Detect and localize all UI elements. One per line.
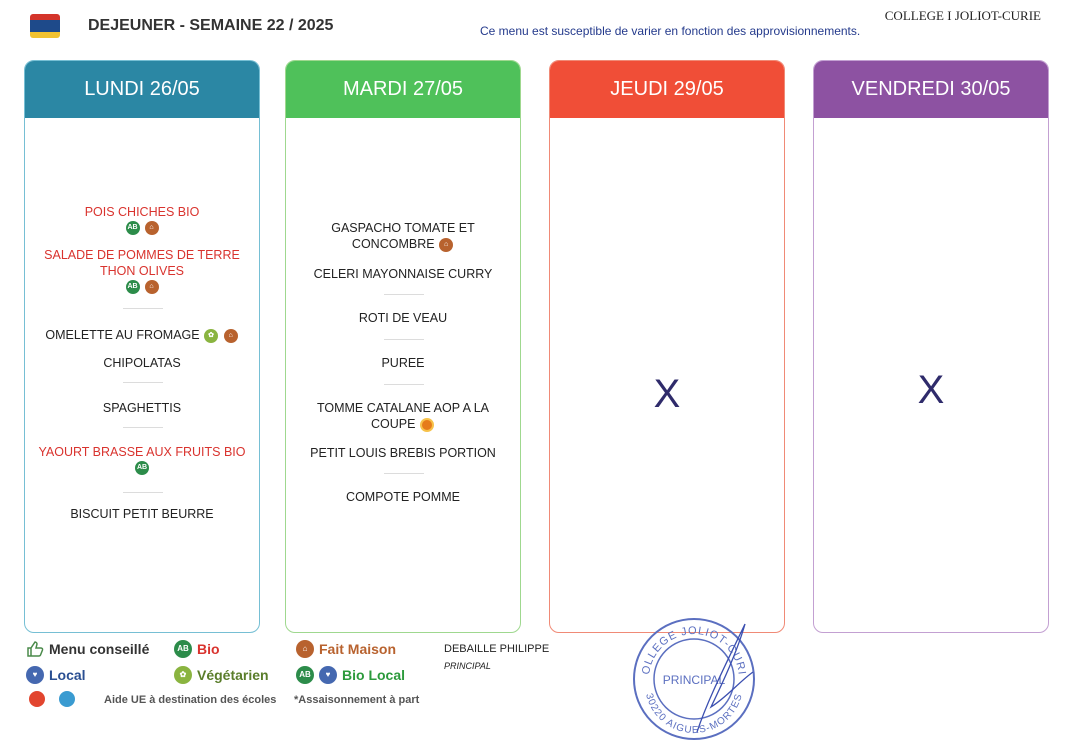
day-header-monday: LUNDI 26/05 xyxy=(25,61,259,118)
signature-scribble xyxy=(696,623,754,733)
apple-icon xyxy=(29,691,45,707)
menu-item: YAOURT BRASSE AUX FRUITS BIO AB xyxy=(35,444,249,475)
local-icon: ♥ xyxy=(319,666,337,684)
separator xyxy=(384,473,424,474)
separator xyxy=(123,308,163,309)
menu-item: OMELETTE AU FROMAGE ✿ ⌂ xyxy=(35,327,249,343)
legend-vegetarien: ✿ Végétarien xyxy=(174,666,269,684)
school-logo xyxy=(30,14,60,38)
separator xyxy=(123,492,163,493)
legend-bio-local: AB ♥ Bio Local xyxy=(296,666,405,684)
eu-aid-icons xyxy=(28,691,76,707)
aop-label-icon xyxy=(419,417,434,432)
legend-local: ♥ Local xyxy=(26,666,86,684)
bio-icon: AB xyxy=(125,221,140,235)
legend-aide-ue: Aide UE à destination des écoles xyxy=(104,694,277,706)
separator xyxy=(123,427,163,428)
local-icon: ♥ xyxy=(26,666,44,684)
menu-item: CHIPOLATAS xyxy=(103,356,181,370)
vegetarien-icon: ✿ xyxy=(204,328,219,343)
day-menu-thursday: X xyxy=(550,118,784,632)
separator xyxy=(384,384,424,385)
no-service-mark: X xyxy=(917,368,945,412)
day-header-thursday: JEUDI 29/05 xyxy=(550,61,784,118)
legend-assaisonnement: *Assaisonnement à part xyxy=(294,694,420,706)
day-card-tuesday: MARDI 27/05 GASPACHO TOMATE ET CONCOMBRE… xyxy=(285,60,521,633)
bio-icon: AB xyxy=(135,461,149,475)
menu-item: POIS CHICHES BIO AB ⌂ xyxy=(35,204,249,235)
fait-maison-icon: ⌂ xyxy=(144,221,159,235)
signatory-name: DEBAILLE PHILIPPE xyxy=(444,643,550,655)
fait-maison-icon: ⌂ xyxy=(296,640,314,658)
no-service-mark: X xyxy=(653,372,681,416)
day-menu-monday: POIS CHICHES BIO AB ⌂ SALADE DE POMMES D… xyxy=(25,118,259,632)
page-title: DEJEUNER - SEMAINE 22 / 2025 xyxy=(88,17,334,34)
vegetarien-icon: ✿ xyxy=(174,666,192,684)
day-menu-tuesday: GASPACHO TOMATE ET CONCOMBRE ⌂ CELERI MA… xyxy=(286,118,520,632)
separator xyxy=(384,339,424,340)
menu-disclaimer: Ce menu est susceptible de varier en fon… xyxy=(480,24,861,38)
fait-maison-icon: ⌂ xyxy=(223,328,238,343)
day-menu-friday: X xyxy=(814,118,1048,632)
menu-item: TOMME CATALANE AOP A LA COUPE xyxy=(316,401,490,432)
menu-item: SPAGHETTIS xyxy=(102,401,182,415)
stamp-center-text: PRINCIPAL xyxy=(663,673,726,687)
day-card-friday: VENDREDI 30/05 X xyxy=(813,60,1049,633)
menu-item: COMPOTE POMME xyxy=(346,490,460,504)
menu-item: PETIT LOUIS BREBIS PORTION xyxy=(310,446,496,460)
school-name: COLLEGE I JOLIOT-CURIE xyxy=(884,8,1041,23)
separator xyxy=(123,382,163,383)
milk-icon xyxy=(59,691,75,707)
legend-menu-conseille: Menu conseillé xyxy=(26,640,149,658)
day-header-friday: VENDREDI 30/05 xyxy=(814,61,1048,118)
thumbs-up-icon xyxy=(27,641,44,657)
fait-maison-icon: ⌂ xyxy=(439,237,454,252)
separator xyxy=(384,294,424,295)
legend-fait-maison: ⌂ Fait Maison xyxy=(296,640,396,658)
day-card-monday: LUNDI 26/05 POIS CHICHES BIO AB ⌂ SALADE… xyxy=(24,60,260,633)
bio-icon: AB xyxy=(125,280,140,294)
menu-item: GASPACHO TOMATE ET CONCOMBRE ⌂ xyxy=(331,221,475,252)
official-stamp: COLLEGE JOLIOT-CURIE PRINCIPAL 30220 AIG… xyxy=(627,612,755,740)
menu-item: ROTI DE VEAU xyxy=(358,311,448,325)
bio-icon: AB xyxy=(174,640,192,658)
menu-item: SALADE DE POMMES DE TERRE THON OLIVES AB… xyxy=(35,247,249,294)
day-header-tuesday: MARDI 27/05 xyxy=(286,61,520,118)
legend-bio: AB Bio xyxy=(174,640,220,658)
menu-item: PUREE xyxy=(381,356,425,370)
menu-item: BISCUIT PETIT BEURRE xyxy=(70,507,214,521)
signatory-role: PRINCIPAL xyxy=(444,661,491,671)
fait-maison-icon: ⌂ xyxy=(144,280,159,294)
menu-item: CELERI MAYONNAISE CURRY xyxy=(313,267,493,281)
day-card-thursday: JEUDI 29/05 X xyxy=(549,60,785,633)
bio-icon: AB xyxy=(296,666,314,684)
